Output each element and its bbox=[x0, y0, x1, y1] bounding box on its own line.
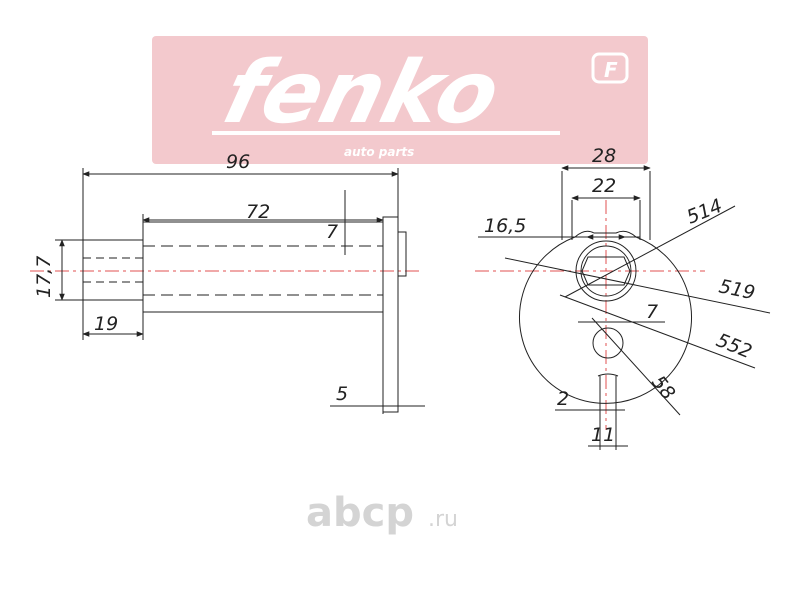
label-552: 552 bbox=[713, 329, 755, 363]
label-flange-thickness: 5 bbox=[336, 383, 348, 405]
hex-nut bbox=[581, 256, 631, 286]
hex-head bbox=[397, 231, 407, 277]
hex-hole-outer bbox=[575, 240, 637, 302]
label-shaft-length: 72 bbox=[246, 201, 270, 223]
label-514: 514 bbox=[684, 195, 726, 229]
label-519: 519 bbox=[717, 275, 757, 304]
label-notch-width: 11 bbox=[591, 424, 615, 446]
label-tip-length: 19 bbox=[94, 313, 118, 335]
logo-tagline: auto parts bbox=[344, 145, 414, 159]
label-hex-size: 16,5 bbox=[484, 215, 526, 237]
brand-logo: fenko auto parts F bbox=[152, 36, 648, 164]
hex-hole-inner bbox=[580, 245, 632, 297]
logo-badge bbox=[591, 52, 629, 84]
label-diameter: 17,7 bbox=[33, 256, 55, 298]
logo-wordmark: fenko bbox=[214, 42, 509, 142]
label-notch-depth: 2 bbox=[557, 388, 569, 410]
front-view bbox=[475, 165, 771, 450]
mount-hole bbox=[592, 327, 624, 359]
leader-519 bbox=[504, 257, 771, 314]
logo-badge-letter: F bbox=[604, 58, 618, 82]
flange-plate bbox=[382, 216, 399, 413]
label-head-thickness: 7 bbox=[326, 221, 338, 243]
watermark-text: abcp bbox=[306, 490, 414, 536]
dimension-labels: 96 72 7 17,7 19 5 28 22 16,5 514 519 552… bbox=[33, 145, 757, 446]
watermark-logo: abcp .ru bbox=[306, 490, 458, 536]
shaft-tip bbox=[82, 239, 144, 301]
leader-552 bbox=[559, 294, 756, 369]
label-hole-diameter: 7 bbox=[646, 301, 658, 323]
leader-514 bbox=[564, 205, 736, 298]
label-58: 58 bbox=[647, 372, 679, 405]
flange-outline bbox=[519, 230, 692, 404]
bottom-notch bbox=[597, 373, 619, 377]
leader-58 bbox=[591, 317, 681, 416]
side-view bbox=[30, 168, 425, 414]
watermark-suffix: .ru bbox=[428, 507, 458, 532]
label-width-inner: 22 bbox=[592, 175, 616, 197]
label-width-outer: 28 bbox=[592, 145, 616, 167]
label-overall-length: 96 bbox=[226, 151, 250, 173]
shaft-body bbox=[142, 221, 384, 313]
